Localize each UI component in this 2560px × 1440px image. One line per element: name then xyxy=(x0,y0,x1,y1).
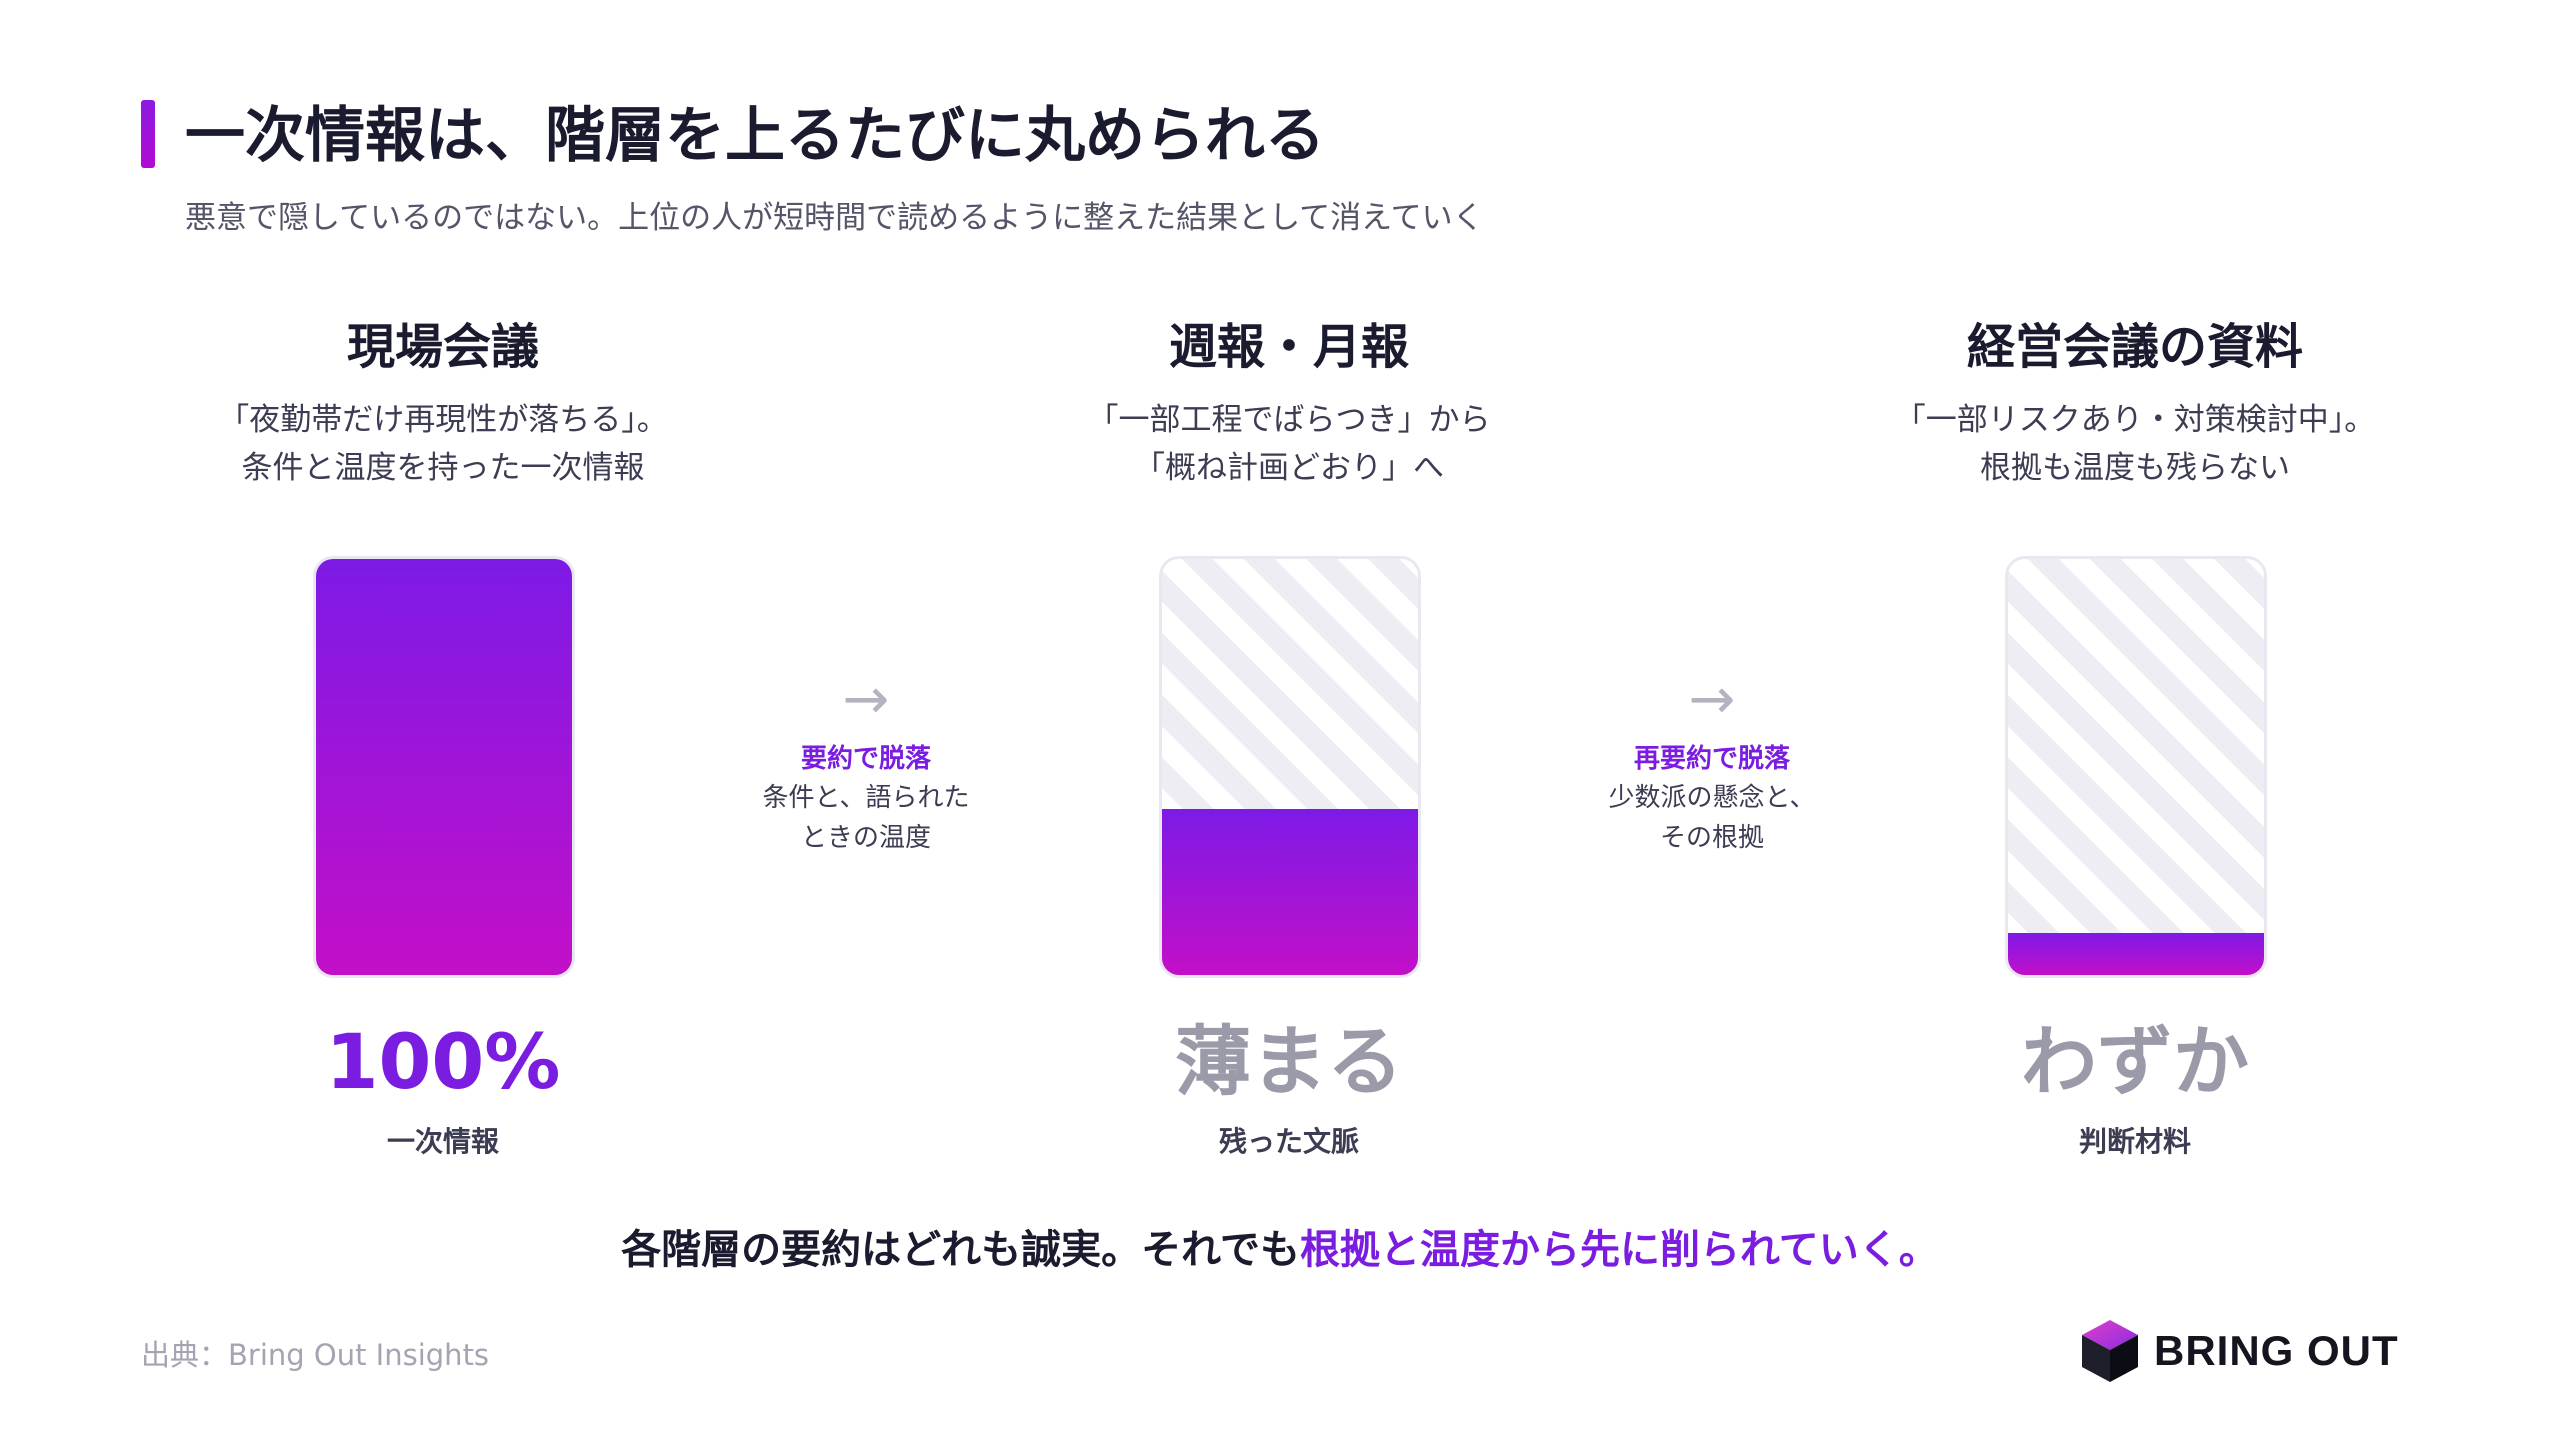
page-title: 一次情報は、階層を上るたびに丸められる xyxy=(185,101,1325,171)
title-accent-bar xyxy=(141,100,155,168)
source-credit: 出典：Bring Out Insights xyxy=(141,1338,490,1372)
stage-description-line: 「概ね計画どおり」へ xyxy=(1134,450,1444,486)
stage-title: 週報・月報 xyxy=(1168,319,1409,375)
stage-title: 現場会議 xyxy=(346,319,539,375)
transition-title: 再要約で脱落 xyxy=(1633,744,1790,774)
retention-bar xyxy=(313,556,575,978)
cube-logo-icon xyxy=(2082,1320,2138,1382)
conclusion-highlight: 根拠と温度から先に削られていく。 xyxy=(1300,1227,1939,1273)
stage-value-label: 判断材料 xyxy=(2078,1125,2191,1158)
brand-logo: BRING OUT xyxy=(2080,1318,2399,1384)
stage-value-label: 残った文脈 xyxy=(1218,1125,1359,1158)
stage-title: 経営会議の資料 xyxy=(1966,319,2303,375)
arrow-right-icon: → xyxy=(1688,667,1736,732)
transition-summary: → 要約で脱落 条件と、語られた ときの温度 xyxy=(716,660,1016,858)
stage-description: 「一部リスクあり・対策検討中」。 根拠も温度も残らない xyxy=(1835,396,2435,492)
conclusion-statement: 各階層の要約はどれも誠実。それでも根拠と温度から先に削られていく。 xyxy=(0,1222,2560,1278)
brand-logo-text: BRING OUT xyxy=(2154,1327,2399,1374)
transition-description-line: ときの温度 xyxy=(800,823,931,853)
transition-description: 少数派の懸念と、 その根拠 xyxy=(1562,778,1862,858)
retention-bar xyxy=(2005,556,2267,978)
stage-description-line: 「一部工程でばらつき」から xyxy=(1087,402,1491,438)
stage-description-line: 「夜勤帯だけ再現性が落ちる」。 xyxy=(218,402,668,438)
page-subtitle: 悪意で隠しているのではない。上位の人が短時間で読めるように整えた結果として消えて… xyxy=(185,200,1484,236)
stage-description-line: 条件と温度を持った一次情報 xyxy=(241,450,645,486)
transition-title: 要約で脱落 xyxy=(800,744,931,774)
retention-bar-fill xyxy=(2008,933,2264,975)
transition-description-line: その根拠 xyxy=(1659,823,1764,853)
stage-column-genba: 現場会議 「夜勤帯だけ再現性が落ちる」。 条件と温度を持った一次情報 100% … xyxy=(143,312,743,1158)
conclusion-text: 各階層の要約はどれも誠実。それでも xyxy=(621,1227,1300,1273)
transition-description-line: 条件と、語られた xyxy=(762,783,970,813)
transition-description: 条件と、語られた ときの温度 xyxy=(716,778,1016,858)
stage-column-weekly-monthly: 週報・月報 「一部工程でばらつき」から 「概ね計画どおり」へ 薄まる 残った文脈 xyxy=(989,312,1589,1158)
stage-column-executive: 経営会議の資料 「一部リスクあり・対策検討中」。 根拠も温度も残らない わずか … xyxy=(1835,312,2435,1158)
retention-bar-fill xyxy=(1162,808,1418,975)
stage-value-label: 一次情報 xyxy=(386,1125,499,1158)
arrow-right-icon: → xyxy=(842,667,890,732)
transition-resummary: → 再要約で脱落 少数派の懸念と、 その根拠 xyxy=(1562,660,1862,858)
stage-value: わずか xyxy=(2021,1017,2249,1106)
retention-bar-fill xyxy=(316,559,572,975)
stage-value: 100% xyxy=(325,1017,561,1106)
stage-description-line: 根拠も温度も残らない xyxy=(1980,450,2290,486)
stage-description: 「一部工程でばらつき」から 「概ね計画どおり」へ xyxy=(989,396,1589,492)
stage-description-line: 「一部リスクあり・対策検討中」。 xyxy=(1894,402,2376,438)
stage-value: 薄まる xyxy=(1175,1017,1403,1106)
transition-description-line: 少数派の懸念と、 xyxy=(1608,783,1816,813)
retention-bar xyxy=(1159,556,1421,978)
stage-description: 「夜勤帯だけ再現性が落ちる」。 条件と温度を持った一次情報 xyxy=(143,396,743,492)
